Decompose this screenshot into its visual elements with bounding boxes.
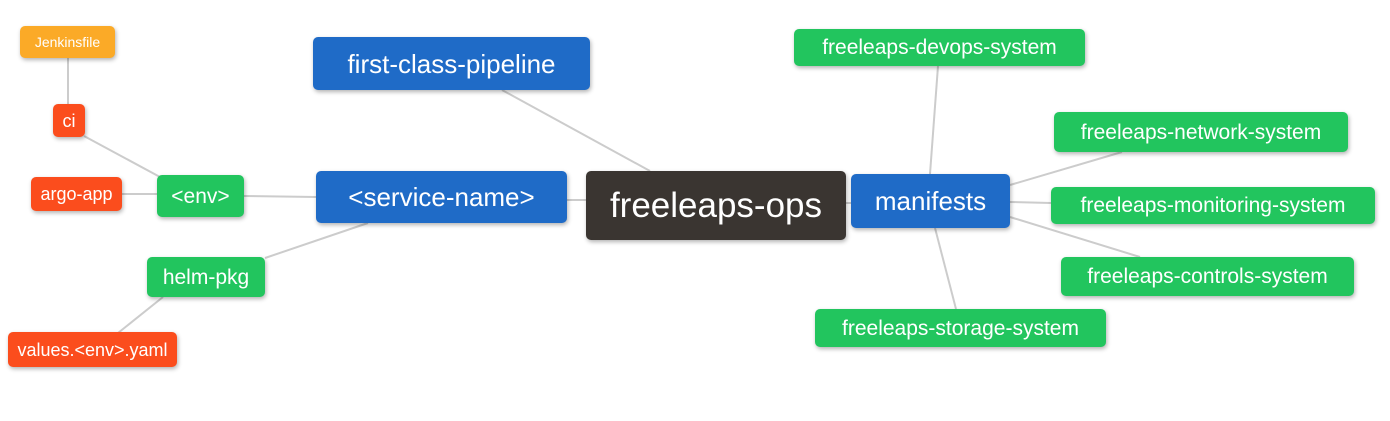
node-freeleaps-ops-root[interactable]: freeleaps-ops bbox=[586, 171, 846, 240]
edge-manifests-monitoring bbox=[1009, 201, 1052, 204]
node-service-name[interactable]: <service-name> bbox=[316, 171, 567, 223]
node-freeleaps-network-system[interactable]: freeleaps-network-system bbox=[1054, 112, 1348, 152]
edge-env-ci bbox=[83, 135, 161, 178]
node-freeleaps-devops-system[interactable]: freeleaps-devops-system bbox=[794, 29, 1085, 66]
node-values-env-yaml[interactable]: values.<env>.yaml bbox=[8, 332, 177, 367]
edge-manifests-network bbox=[1009, 151, 1123, 186]
edge-manifests-controls bbox=[1009, 216, 1141, 258]
node-manifests[interactable]: manifests bbox=[851, 174, 1010, 228]
node-jenkinsfile[interactable]: Jenkinsfile bbox=[20, 26, 115, 58]
node-helm-pkg[interactable]: helm-pkg bbox=[147, 257, 265, 297]
node-freeleaps-controls-system[interactable]: freeleaps-controls-system bbox=[1061, 257, 1354, 296]
node-freeleaps-monitoring-system[interactable]: freeleaps-monitoring-system bbox=[1051, 187, 1375, 224]
node-freeleaps-storage-system[interactable]: freeleaps-storage-system bbox=[815, 309, 1106, 347]
edge-service-name-env bbox=[243, 195, 317, 198]
node-first-class-pipeline[interactable]: first-class-pipeline bbox=[313, 37, 590, 90]
edge-service-name-helm-pkg bbox=[264, 222, 369, 259]
edge-helm-pkg-values bbox=[117, 296, 164, 334]
edge-manifests-devops bbox=[929, 65, 939, 175]
node-argo-app[interactable]: argo-app bbox=[31, 177, 122, 211]
node-env[interactable]: <env> bbox=[157, 175, 244, 217]
edge-root-first-class-pipeline bbox=[501, 89, 651, 172]
node-ci[interactable]: ci bbox=[53, 104, 85, 137]
edge-manifests-storage bbox=[934, 227, 957, 310]
